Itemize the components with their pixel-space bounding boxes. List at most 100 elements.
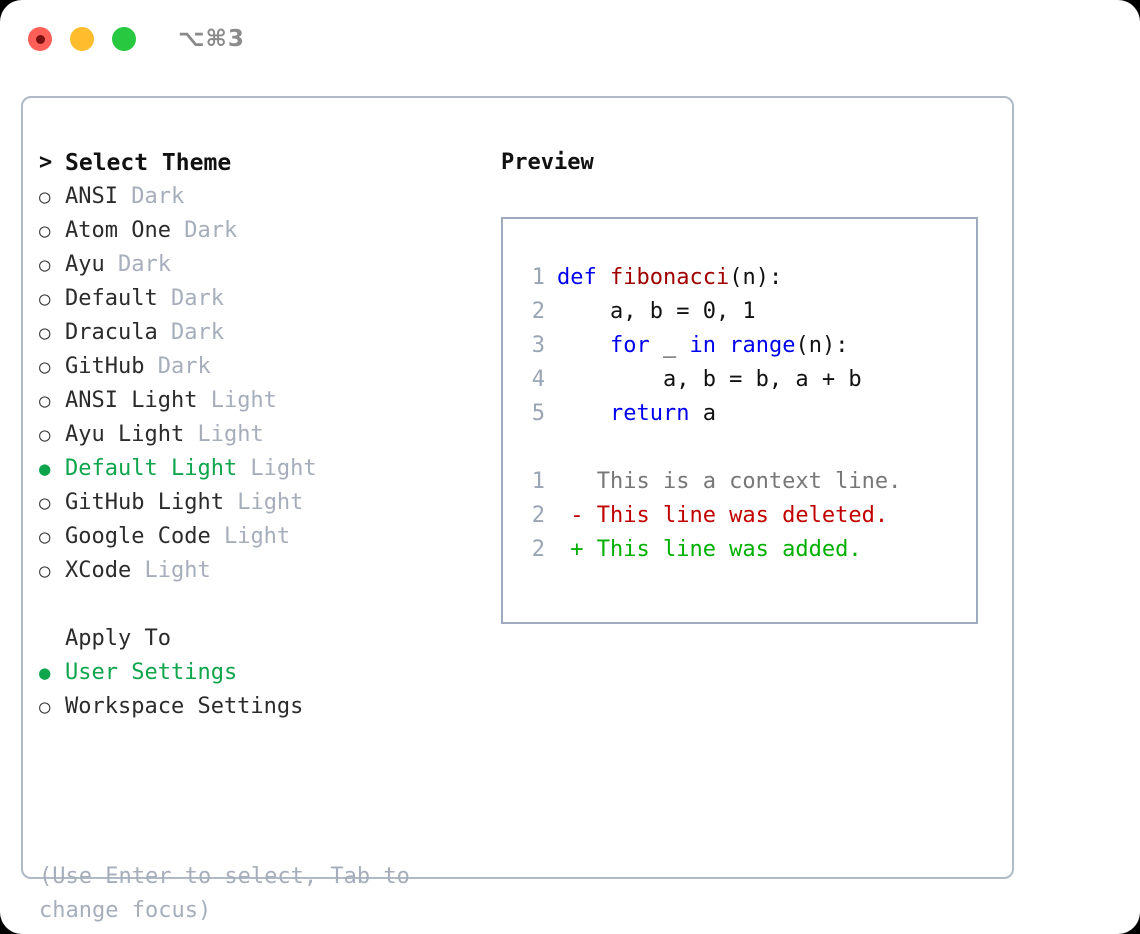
preview-title: Preview <box>501 150 594 175</box>
theme-list-item[interactable]: ○Atom One Dark <box>39 214 489 248</box>
keyboard-hint-text: (Use Enter to select, Tab to change focu… <box>39 864 410 923</box>
theme-item-variant-tag: Light <box>223 490 304 515</box>
theme-item-label: ANSI Light <box>65 388 198 413</box>
zoom-button[interactable] <box>112 27 136 51</box>
main-panel: >Select Theme○ANSI Dark○Atom One Dark○Ay… <box>21 96 1014 923</box>
theme-list-item[interactable]: ○ XCode Light <box>39 554 489 588</box>
theme-list[interactable]: >Select Theme○ANSI Dark○Atom One Dark○Ay… <box>39 146 489 588</box>
code-token-kw: in <box>689 333 716 358</box>
theme-item-variant-tag: Dark <box>144 354 211 379</box>
theme-item-variant-tag: Light <box>184 422 264 447</box>
radio-selected-icon[interactable]: ● <box>39 458 51 480</box>
theme-item-variant-tag: Dark <box>104 252 171 277</box>
theme-item-variant-tag: Light <box>210 524 291 549</box>
radio-unselected-icon[interactable]: ○ <box>39 220 51 242</box>
code-token-plain: (n): <box>729 265 783 290</box>
theme-item-variant-tag: Dark <box>157 286 224 311</box>
theme-list-item[interactable]: ○ANSI Light Light <box>39 384 489 418</box>
code-token-plain <box>716 333 729 358</box>
theme-item-label: Default Light <box>65 456 238 481</box>
code-token-plain <box>557 333 610 358</box>
list-spacer <box>39 588 489 622</box>
recording-indicator-icon <box>35 34 45 44</box>
radio-unselected-icon[interactable]: ○ <box>39 560 51 582</box>
code-token-kw: def <box>557 265 610 290</box>
line-number: 1 <box>531 469 545 494</box>
radio-unselected-icon[interactable]: ○ <box>39 696 51 718</box>
apply-to-list[interactable]: Apply To ●User Settings○Workspace Setting… <box>39 622 489 724</box>
theme-item-variant-tag: Light <box>131 558 211 583</box>
theme-item-label: GitHub Light <box>65 490 224 515</box>
code-line: 4 a, b = b, a + b <box>517 363 976 397</box>
line-number: 2 <box>531 537 545 562</box>
code-token-kw: range <box>729 333 796 358</box>
theme-picker-column: >Select Theme○ANSI Dark○Atom One Dark○Ay… <box>39 146 489 724</box>
titlebar: ⌥⌘3 <box>0 0 1140 78</box>
code-line: 3 for _ in range(n): <box>517 329 976 363</box>
radio-unselected-icon[interactable]: ○ <box>39 526 51 548</box>
code-line-text: a, b = 0, 1 <box>557 295 756 329</box>
theme-item-variant-tag: Dark <box>117 184 185 209</box>
theme-list-item[interactable]: ● Default Light Light <box>39 452 489 486</box>
code-token-plain: (n): <box>795 333 849 358</box>
radio-unselected-icon[interactable]: ○ <box>39 492 51 514</box>
radio-unselected-icon[interactable]: ○ <box>39 186 51 208</box>
cursor-caret-icon: > <box>39 150 53 175</box>
radio-selected-icon[interactable]: ● <box>39 662 51 684</box>
apply-to-item[interactable]: ●User Settings <box>39 656 489 690</box>
apply-to-title-label: Apply To <box>65 626 171 651</box>
theme-item-label: XCode <box>65 558 132 583</box>
apply-to-item[interactable]: ○Workspace Settings <box>39 690 489 724</box>
theme-item-variant-tag: Light <box>237 456 317 481</box>
code-token-plain: a, b = 0, 1 <box>557 299 756 324</box>
theme-list-item[interactable]: ○Dracula Dark <box>39 316 489 350</box>
radio-unselected-icon[interactable]: ○ <box>39 390 51 412</box>
code-line-text: - This line was deleted. <box>557 499 888 533</box>
code-line-text: + This line was added. <box>557 533 861 567</box>
theme-list-item[interactable]: ○Default Dark <box>39 282 489 316</box>
line-number: 5 <box>531 401 545 426</box>
code-line-text: def fibonacci(n): <box>557 261 782 295</box>
code-token-plain <box>557 401 610 426</box>
theme-list-item[interactable]: ○ GitHub Light Light <box>39 486 489 520</box>
code-token-del: - This line was deleted. <box>557 503 889 528</box>
theme-item-label: Atom One <box>65 218 171 243</box>
radio-unselected-icon[interactable]: ○ <box>39 356 51 378</box>
code-line-text: for _ in range(n): <box>557 329 848 363</box>
code-diff-separator <box>517 431 976 465</box>
theme-item-label: Google Code <box>65 524 211 549</box>
preview-box: 1 def fibonacci(n): 2 a, b = 0, 1 3 for _ i… <box>501 217 978 624</box>
radio-unselected-icon[interactable]: ○ <box>39 322 51 344</box>
theme-list-item[interactable]: ○ Google Code Light <box>39 520 489 554</box>
preview-column: Preview 1 def fibonacci(n): 2 a, b = 0, 1 3… <box>501 146 991 624</box>
code-line: 5 return a <box>517 397 976 431</box>
theme-list-item[interactable]: ○ANSI Dark <box>39 180 489 214</box>
line-number: 2 <box>531 503 545 528</box>
theme-item-label: Dracula <box>65 320 158 345</box>
close-button[interactable] <box>28 27 52 51</box>
theme-list-header: > Select Theme <box>39 146 489 180</box>
code-token-ctx: This is a context line. <box>557 469 902 494</box>
diff-line: 1 This is a context line. <box>517 465 976 499</box>
radio-unselected-icon[interactable]: ○ <box>39 424 51 446</box>
radio-unselected-icon[interactable]: ○ <box>39 288 51 310</box>
code-token-kw: for <box>609 333 650 358</box>
minimize-button[interactable] <box>70 27 94 51</box>
theme-list-header-label: Select Theme <box>65 150 232 176</box>
code-line: 1 def fibonacci(n): <box>517 261 976 295</box>
apply-to-title-indent <box>39 622 65 656</box>
theme-list-item[interactable]: ○ Ayu Light Light <box>39 418 489 452</box>
radio-unselected-icon[interactable]: ○ <box>39 254 51 276</box>
theme-item-label: Ayu Light <box>65 422 185 447</box>
theme-item-label: Ayu <box>65 252 105 277</box>
line-number: 1 <box>531 265 545 290</box>
diff-sample: 1 This is a context line. 2 - This line w… <box>517 465 976 567</box>
code-token-plain: a <box>689 401 716 426</box>
apply-to-title-row: Apply To <box>39 622 489 656</box>
theme-item-label: GitHub <box>65 354 145 379</box>
code-line-text: This is a context line. <box>557 465 902 499</box>
theme-list-item[interactable]: ○ Ayu Dark <box>39 248 489 282</box>
theme-list-item[interactable]: ○ GitHub Dark <box>39 350 489 384</box>
